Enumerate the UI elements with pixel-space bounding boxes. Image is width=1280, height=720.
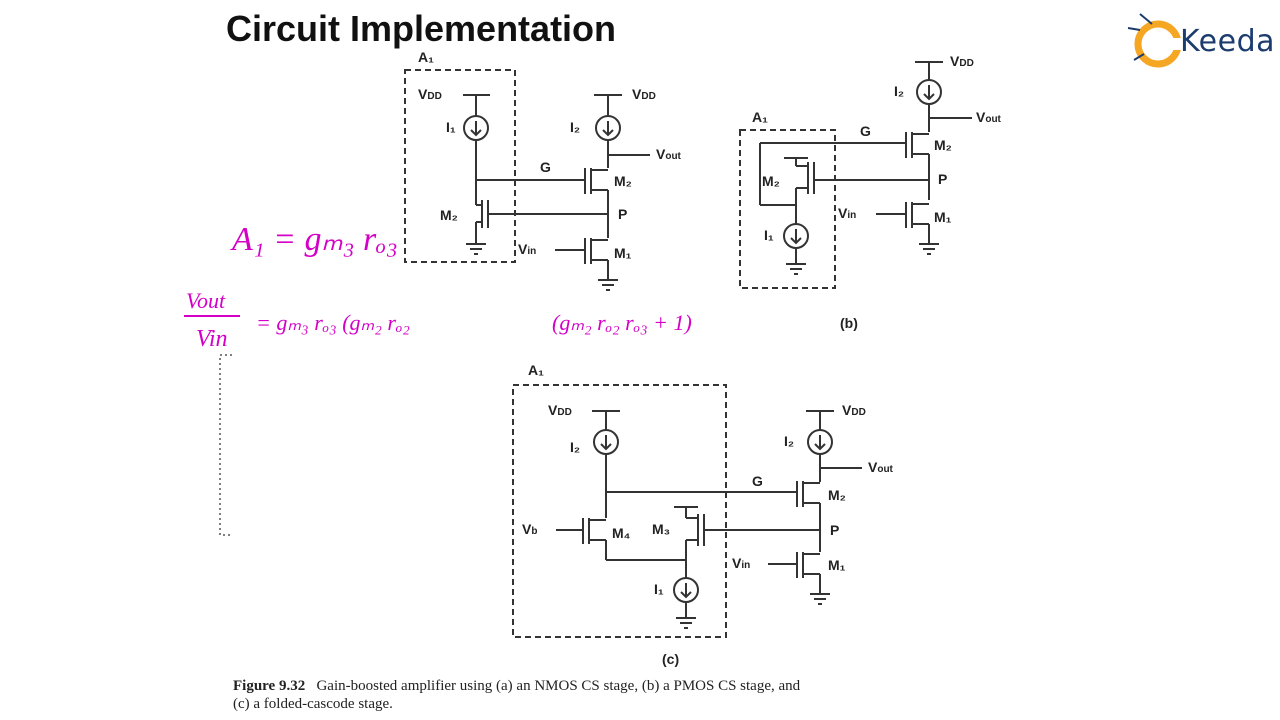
label-m3-a: M₂ (440, 207, 458, 223)
svg-text:Vout: Vout (976, 109, 1002, 125)
label-g-b: G (860, 123, 871, 139)
label-i2-b: I₂ (894, 83, 904, 99)
label-vout-b-sub: out (985, 114, 1001, 125)
label-i1-a: I₁ (446, 119, 456, 135)
svg-text:VDD: VDD (418, 86, 442, 102)
label-m4-c: M₄ (612, 525, 630, 541)
label-vin-c: V (732, 555, 742, 571)
label-i2-a: I₂ (570, 119, 580, 135)
svg-text:Vin: Vin (838, 205, 856, 221)
label-i1-c: I₁ (654, 581, 664, 597)
figure-caption: Figure 9.32 Gain-boosted amplifier using… (233, 677, 1053, 713)
handwritten-notes: A₁ = gₘ₃ rₒ₃ Vout Vin = gₘ₃ rₒ₃ (gₘ₂ rₒ₂… (184, 221, 692, 352)
ekeeda-logo: Keeda (1120, 8, 1280, 72)
label-vdd-a1-sub: DD (427, 91, 441, 102)
label-i2-c: I₂ (570, 439, 580, 455)
svg-text:Vb: Vb (522, 521, 537, 537)
a1-box-a (404, 69, 516, 263)
label-vb-c-sub: b (531, 526, 537, 537)
svg-text:Vin: Vin (732, 555, 750, 571)
figure-number: Figure 9.32 (233, 678, 306, 694)
handwritten-eq-rhs2: (gₘ₂ rₒ₂ rₒ₃ + 1) (552, 310, 692, 335)
handwritten-eq-lhs-num: Vout (186, 288, 226, 313)
label-vin-a-sub: in (527, 246, 536, 257)
circuit-a: A₁ VDD I₁ M₂ G VDD I₂ Vout (404, 49, 682, 291)
label-m1-b: M₁ (934, 209, 952, 225)
svg-text:VDD: VDD (548, 402, 572, 418)
label-i2-c2: I₂ (784, 433, 794, 449)
label-vdd-c2-sub: DD (851, 407, 865, 418)
dotted-bracket (219, 354, 232, 536)
a1-box-c (512, 384, 727, 638)
circuit-c: A₁ VDD I₂ G Vb M₄ M₃ I₁ (512, 362, 894, 667)
label-vout-c-sub: out (877, 464, 893, 475)
label-vdd-c2: V (842, 402, 852, 418)
subcaption-b: (b) (840, 315, 858, 331)
a1-box-b (739, 129, 836, 289)
label-a1-b: A₁ (752, 109, 768, 125)
handwritten-eq-gain-a1: A₁ = gₘ₃ rₒ₃ (230, 221, 398, 258)
label-a1-a: A₁ (418, 49, 434, 65)
svg-text:Vout: Vout (868, 459, 894, 475)
ekeeda-logo-icon (1127, 13, 1184, 68)
label-g-a: G (540, 159, 551, 175)
label-m1-c: M₁ (828, 557, 846, 573)
figure-caption-text-2: (c) a folded-cascode stage. (233, 696, 393, 712)
svg-text:VDD: VDD (632, 86, 656, 102)
label-vin-b: V (838, 205, 848, 221)
subcaption-c: (c) (662, 651, 679, 667)
slide-title: Circuit Implementation (226, 8, 617, 49)
label-p-c: P (830, 522, 839, 538)
label-vin-c-sub: in (741, 560, 750, 571)
label-vdd-a: V (632, 86, 642, 102)
svg-text:Vin: Vin (518, 241, 536, 257)
label-m3-b: M₂ (762, 173, 780, 189)
label-m2-c: M₂ (828, 487, 846, 503)
handwritten-eq-lhs-den: Vin (196, 326, 228, 352)
svg-text:Vout: Vout (656, 146, 682, 162)
label-vdd-c1: V (548, 402, 558, 418)
label-vb-c: V (522, 521, 532, 537)
label-vout-a: V (656, 146, 666, 162)
label-m2-a: M₂ (614, 173, 632, 189)
svg-text:VDD: VDD (950, 53, 974, 69)
figure-caption-text: Gain-boosted amplifier using (a) an NMOS… (316, 678, 801, 694)
ekeeda-brand-name: Keeda (1180, 24, 1276, 59)
label-vdd-c1-sub: DD (557, 407, 571, 418)
label-vin-a: V (518, 241, 528, 257)
label-vdd-a1: V (418, 86, 428, 102)
handwritten-eq-rhs: = gₘ₃ rₒ₃ (gₘ₂ rₒ₂ (256, 310, 410, 335)
label-vin-b-sub: in (847, 210, 856, 221)
label-vout-a-sub: out (665, 151, 681, 162)
label-vout-b: V (976, 109, 986, 125)
label-vdd-b-sub: DD (959, 58, 973, 69)
circuit-b: A₁ VDD I₂ Vout M₂ P G M₂ I₁ (739, 53, 1002, 331)
label-p-b: P (938, 171, 947, 187)
label-m1-a: M₁ (614, 245, 632, 261)
label-vout-c: V (868, 459, 878, 475)
label-p-a: P (618, 206, 627, 222)
label-m2-b: M₂ (934, 137, 952, 153)
label-vdd-b: V (950, 53, 960, 69)
label-vdd-a-sub: DD (641, 91, 655, 102)
label-i1-b: I₁ (764, 227, 774, 243)
label-g-c: G (752, 473, 763, 489)
label-m3-c: M₃ (652, 521, 670, 537)
label-a1-c: A₁ (528, 362, 544, 378)
svg-text:VDD: VDD (842, 402, 866, 418)
